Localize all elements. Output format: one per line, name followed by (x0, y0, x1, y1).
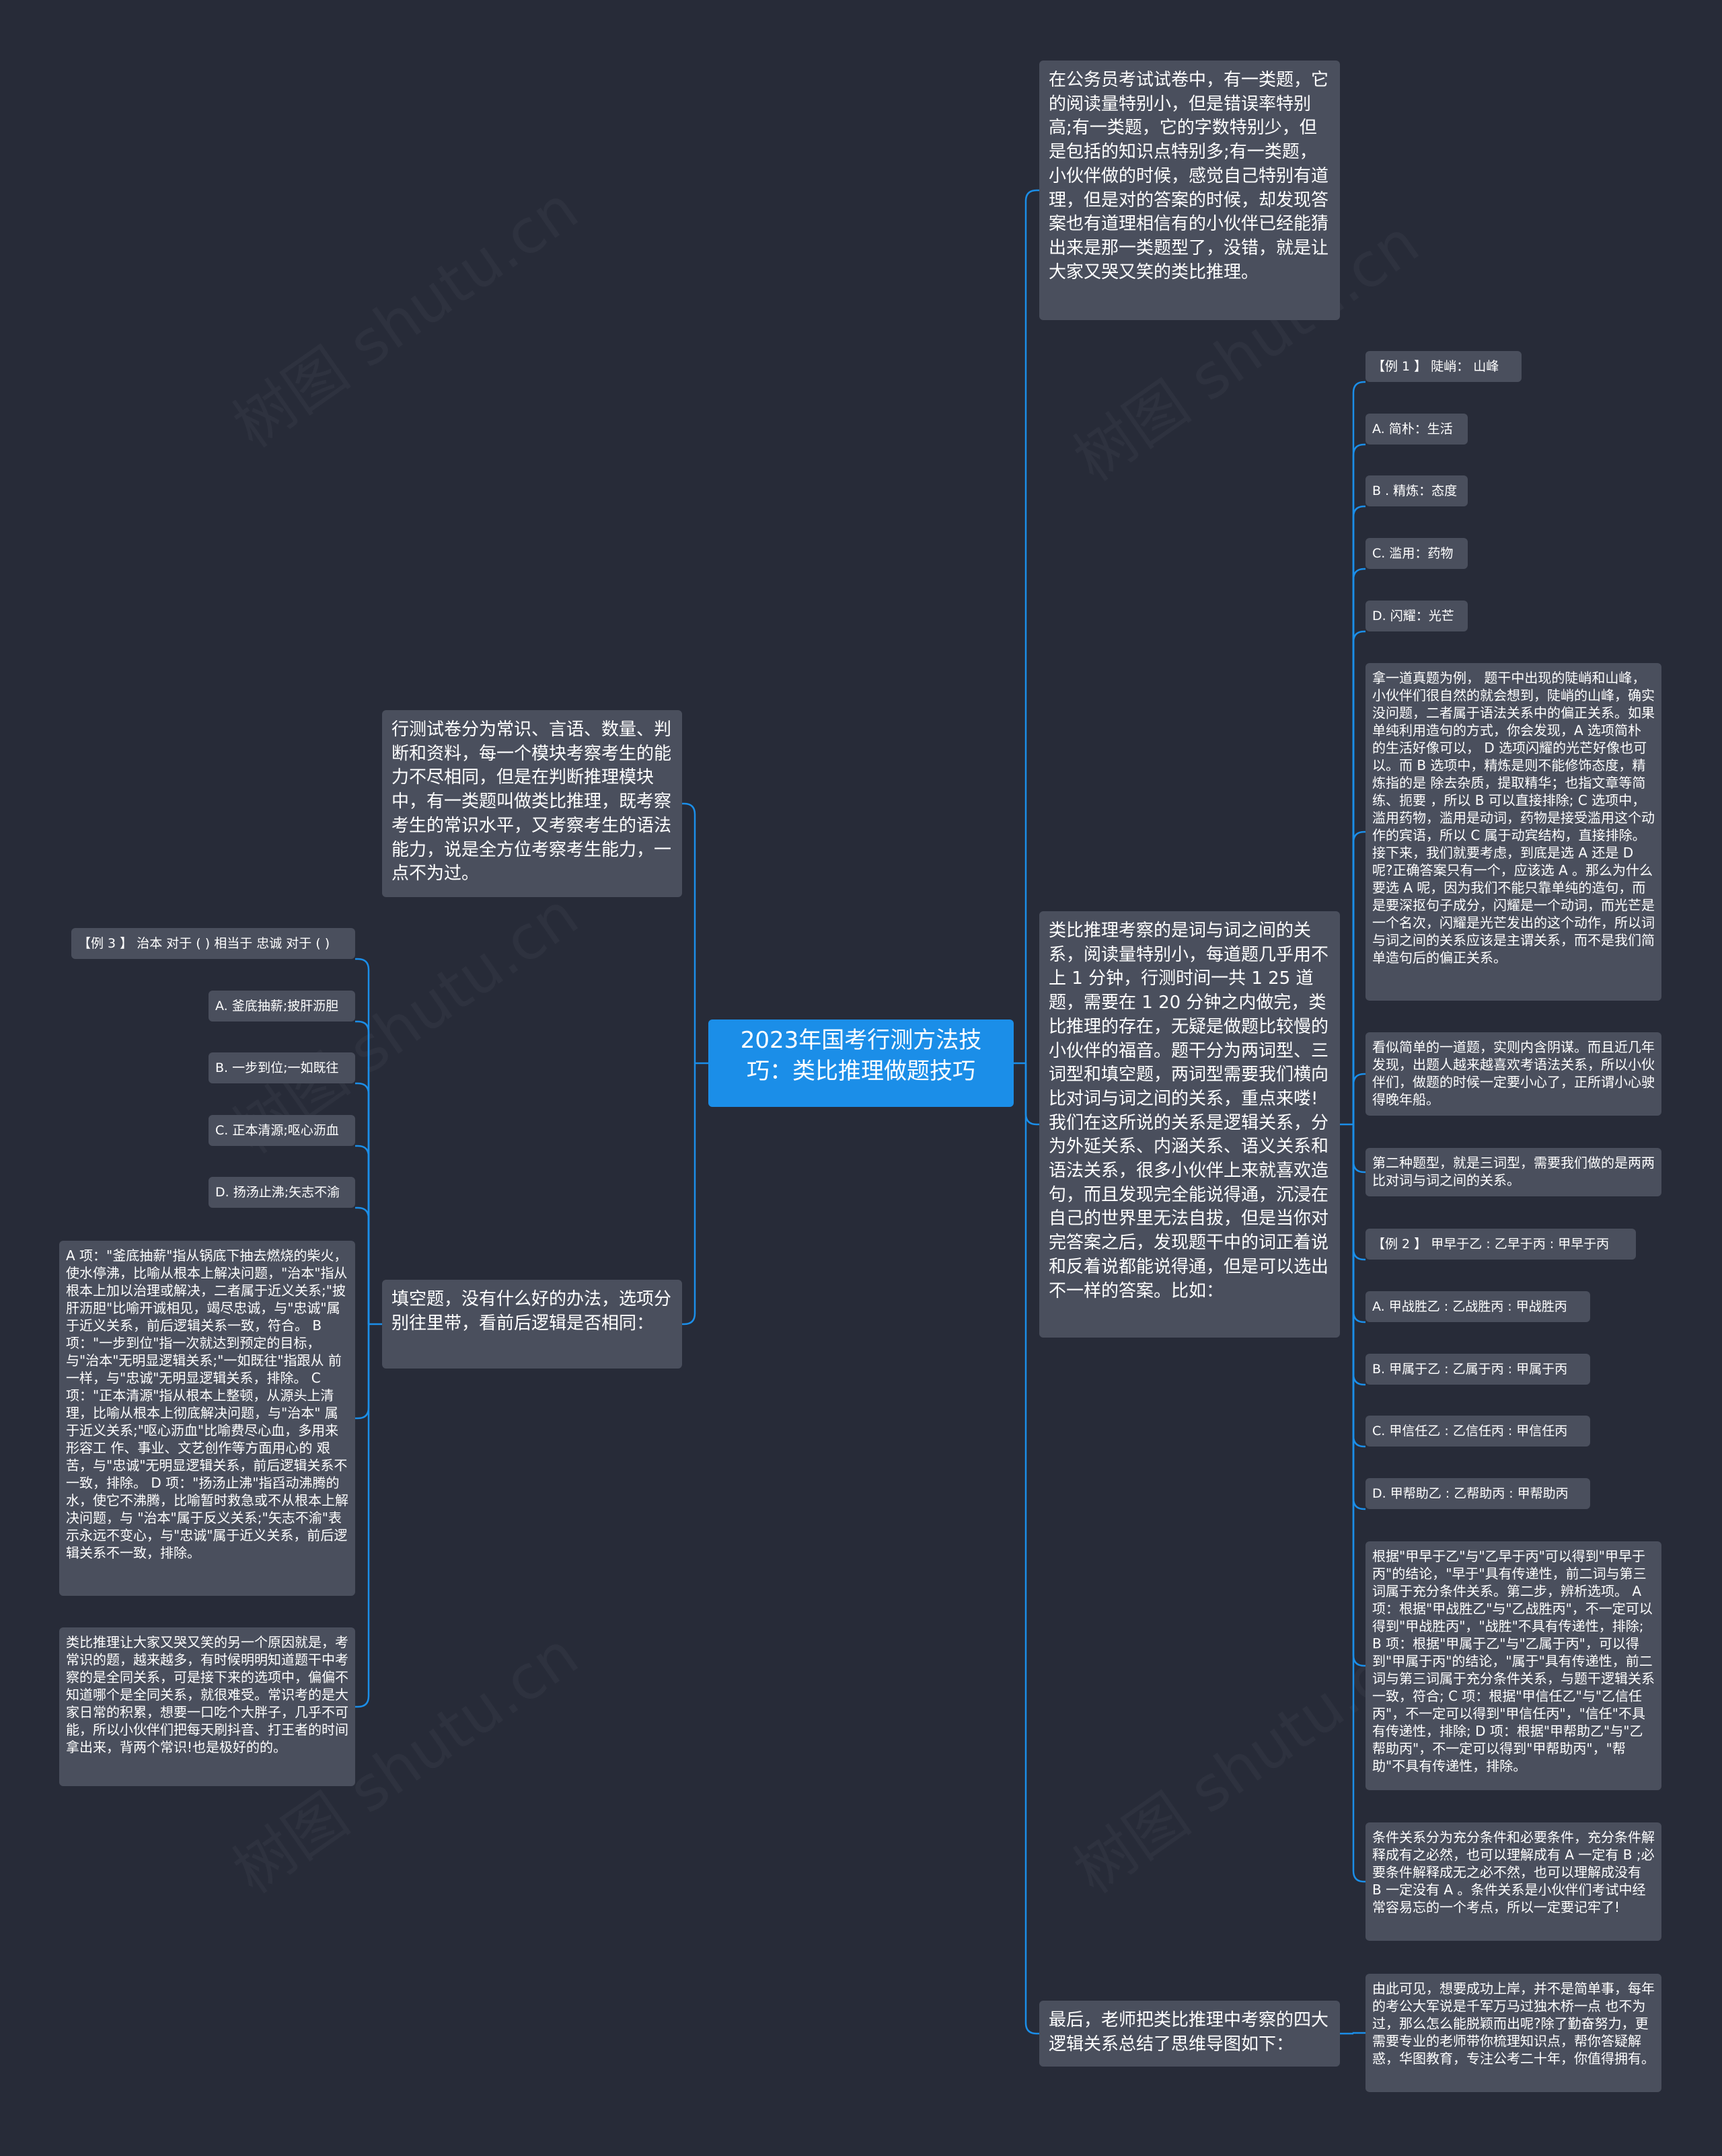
edge-branch (1352, 2032, 1365, 2034)
node-option-b[interactable]: B . 精炼：态度 (1365, 475, 1468, 506)
edge-branch (1024, 1063, 1039, 2035)
edge-branch (355, 1324, 370, 1708)
edge-branch (1352, 1124, 1365, 1323)
edge-branch (1352, 381, 1365, 1124)
edge-branch (1024, 189, 1039, 1063)
node-option-d-3[interactable]: D. 扬汤止沸;矢志不渝 (209, 1177, 355, 1208)
node-option-d-2[interactable]: D. 甲帮助乙 : 乙帮助丙 : 甲帮助丙 (1365, 1478, 1590, 1509)
edge-branch (355, 1324, 370, 1420)
edge-branch (355, 1206, 370, 1324)
edge-branch (682, 802, 696, 1063)
node-option-a-3[interactable]: A. 釜底抽薪;披肝沥胆 (209, 991, 355, 1022)
edge-branch (1352, 1124, 1365, 1173)
node-option-c-2[interactable]: C. 甲信任乙 : 乙信任丙 : 甲信任丙 (1365, 1416, 1590, 1447)
edge-branch (1352, 1073, 1365, 1124)
node-common-sense-note[interactable]: 类比推理让大家又哭又笑的另一个原因就是，考常识的题，越来越多，有时候明明知道题干… (59, 1627, 355, 1786)
node-option-a[interactable]: A. 简朴：生活 (1365, 414, 1468, 445)
node-note-1[interactable]: 看似简单的一道题，实则内含阴谋。而且近几年发现，出题人越来越喜欢考语法关系，所以… (1365, 1032, 1661, 1116)
edge-branch (355, 1082, 370, 1324)
root-topic[interactable]: 2023年国考行测方法技巧：类比推理做题技巧 (708, 1019, 1014, 1107)
edge-branch (355, 958, 370, 1324)
edge-branch (1352, 505, 1365, 1124)
edge-branch (1024, 1063, 1039, 1126)
node-option-c[interactable]: C. 滥用：药物 (1365, 538, 1468, 569)
node-intro[interactable]: 在公务员考试试卷中，有一类题，它的阅读量特别小，但是错误率特别高;有一类题，它的… (1039, 61, 1340, 320)
node-left-intro[interactable]: 行测试卷分为常识、言语、数量、判断和资料，每一个模块考察考生的能力不尽相同，但是… (382, 710, 682, 897)
node-explanation-1[interactable]: 拿一道真题为例， 题干中出现的陡峭和山峰，小伙伴们很自然的就会想到，陡峭的山峰，… (1365, 663, 1661, 1001)
node-example-1[interactable]: 【例 1 】 陡峭： 山峰 (1365, 351, 1522, 382)
edge-branch (1352, 1124, 1365, 1883)
node-condition-note[interactable]: 条件关系分为充分条件和必要条件，充分条件解释成有之必然，也可以理解成有 A 一定… (1365, 1822, 1661, 1941)
node-option-a-2[interactable]: A. 甲战胜乙 : 乙战胜丙 : 甲战胜丙 (1365, 1291, 1590, 1322)
edge-branch (1352, 568, 1365, 1124)
edge-branch (682, 1063, 696, 1325)
node-last[interactable]: 最后，老师把类比推理中考察的四大逻辑关系总结了思维导图如下： (1039, 2001, 1340, 2067)
edge-branch (1352, 831, 1365, 1124)
node-three-word-type[interactable]: 第二种题型，就是三词型，需要我们做的是两两比对词与词之间的关系。 (1365, 1148, 1661, 1196)
node-example-3[interactable]: 【例 3 】 治本 对于 ( ) 相当于 忠诚 对于 ( ) (71, 928, 355, 959)
node-example-2[interactable]: 【例 2 】 甲早于乙 : 乙早于丙 : 甲早于丙 (1365, 1229, 1636, 1260)
node-option-c-3[interactable]: C. 正本清源;呕心沥血 (209, 1115, 355, 1146)
edge-branch (1352, 1124, 1365, 1261)
node-option-d[interactable]: D. 闪耀：光芒 (1365, 601, 1468, 631)
edge-branch (1352, 1124, 1365, 1667)
node-conclusion[interactable]: 由此可见，想要成功上岸，并不是简单事，每年的考公大军说是千军万马过独木桥一点 也… (1365, 1974, 1661, 2092)
edge-branch (355, 1020, 370, 1324)
edge-branch (355, 1145, 370, 1324)
node-main[interactable]: 类比推理考察的是词与词之间的关系，阅读量特别小，每道题几乎用不上 1 分钟，行测… (1039, 911, 1340, 1338)
node-option-b-3[interactable]: B. 一步到位;一如既往 (209, 1052, 355, 1083)
node-fill-in-type[interactable]: 填空题，没有什么好的办法，选项分别往里带，看前后逻辑是否相同： (382, 1280, 682, 1369)
node-explanation-2[interactable]: 根据"甲早于乙"与"乙早于丙"可以得到"甲早于丙"的结论，"早于"具有传递性，前… (1365, 1541, 1661, 1790)
node-explanation-3[interactable]: A 项："釜底抽薪"指从锅底下抽去燃烧的柴火，使水停沸，比喻从根本上解决问题，"… (59, 1241, 355, 1596)
edge-branch (1352, 443, 1365, 1124)
edge-branch (1352, 630, 1365, 1124)
node-option-b-2[interactable]: B. 甲属于乙 : 乙属于丙 : 甲属于丙 (1365, 1354, 1590, 1385)
